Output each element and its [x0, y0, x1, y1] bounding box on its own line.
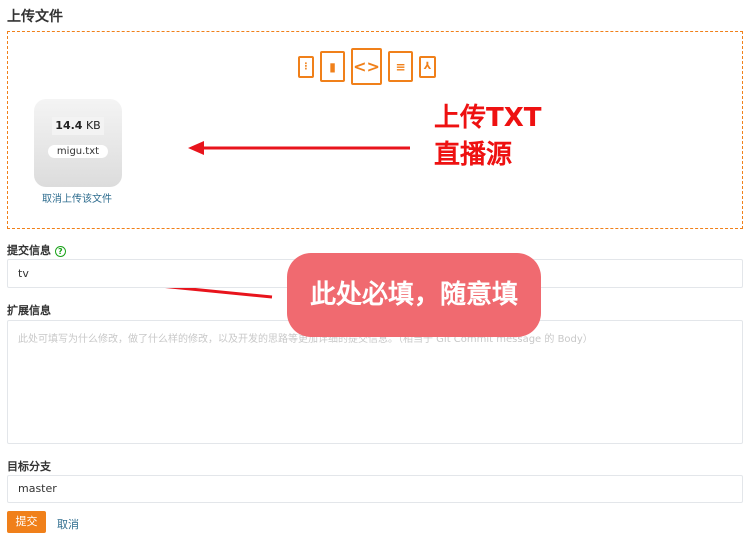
extended-label: 扩展信息: [7, 304, 51, 317]
zip-file-icon: ⋮: [298, 55, 314, 78]
target-branch-input[interactable]: master: [7, 475, 743, 503]
file-card: 14.4 KB migu.txt: [34, 99, 122, 187]
annotation-required-bubble: 此处必填，随意填: [287, 253, 541, 337]
commit-label-text: 提交信息: [7, 244, 51, 257]
submit-button[interactable]: 提交: [7, 511, 46, 533]
pdf-file-icon: ⅄: [419, 55, 436, 78]
branch-label: 目标分支: [7, 460, 51, 473]
chart-file-icon: ▮: [320, 51, 345, 82]
file-size: 14.4 KB: [52, 117, 104, 135]
file-type-icons: ⋮ ▮ <> ≡ ⅄: [298, 48, 436, 85]
commit-label: 提交信息 ?: [7, 242, 66, 258]
upload-dropzone[interactable]: [7, 31, 743, 229]
annotation-upload-line1: 上传TXT: [434, 103, 542, 133]
cancel-upload-link[interactable]: 取消上传该文件: [42, 194, 112, 205]
extended-message-textarea[interactable]: 此处可填写为什么修改，做了什么样的修改，以及开发的思路等更加详细的提交信息。（相…: [7, 320, 743, 444]
cancel-button[interactable]: 取消: [57, 518, 79, 531]
text-file-icon: ≡: [388, 51, 413, 82]
page-title: 上传文件: [7, 9, 63, 25]
file-size-unit: KB: [85, 119, 101, 132]
help-icon[interactable]: ?: [54, 246, 66, 257]
arrow-upload-head: [188, 141, 204, 155]
file-size-value: 14.4: [55, 119, 83, 132]
code-file-icon: <>: [351, 48, 382, 85]
file-name: migu.txt: [48, 145, 108, 158]
annotation-upload-line2: 直播源: [434, 140, 513, 170]
